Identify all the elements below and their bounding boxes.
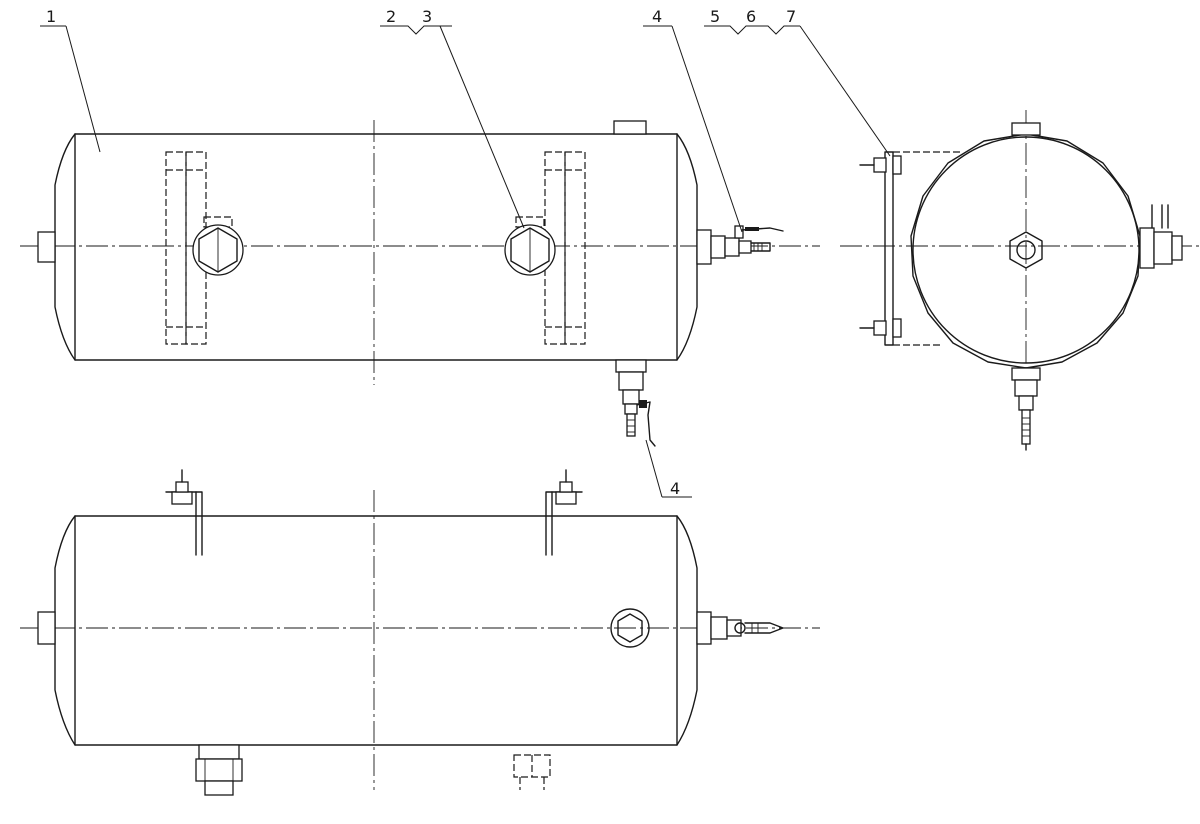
end-bottom-drain (1011, 367, 1041, 451)
front-left-nozzle (37, 231, 56, 263)
plan-tank-body (54, 515, 698, 746)
end-top-nozzle (1011, 122, 1041, 136)
callout-7: 7 (786, 7, 796, 26)
callout-4-bottom: 4 (670, 479, 680, 498)
front-view (20, 120, 820, 447)
plan-bottom-drain-left (195, 744, 243, 796)
callouts: 1 2 3 4 5 6 7 4 (40, 7, 891, 498)
end-tank-circle (912, 136, 1140, 364)
callout-2: 2 (386, 7, 396, 26)
plan-side-port (610, 608, 650, 648)
plan-left-bracket (165, 469, 203, 556)
front-left-bolt (192, 216, 244, 276)
front-bottom-drain (615, 359, 656, 447)
front-right-bracket (544, 151, 586, 345)
front-right-valve (696, 225, 784, 265)
plan-bottom-drain-right (513, 754, 551, 790)
callout-3: 3 (422, 7, 432, 26)
plan-right-valve (696, 611, 784, 645)
front-tank-body (54, 133, 698, 361)
front-right-bolt (504, 216, 556, 276)
callout-4-top: 4 (652, 7, 662, 26)
end-view (840, 110, 1200, 451)
end-center-port (1009, 231, 1043, 269)
front-top-nozzle (613, 120, 647, 135)
callout-5: 5 (710, 7, 720, 26)
end-mounting-plate (859, 151, 960, 346)
end-side-valve (1139, 204, 1183, 269)
callout-6: 6 (746, 7, 756, 26)
plan-left-nozzle (37, 611, 56, 645)
callout-1: 1 (46, 7, 56, 26)
plan-right-bracket (545, 469, 583, 556)
plan-view (20, 469, 820, 796)
